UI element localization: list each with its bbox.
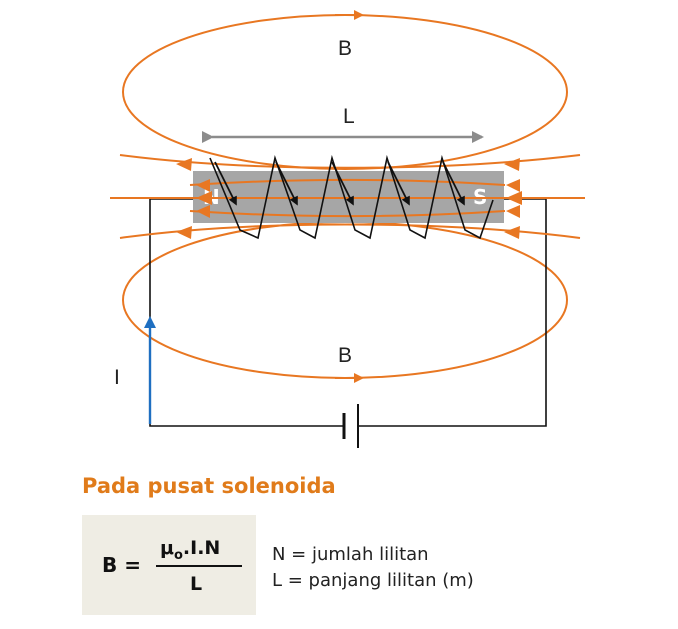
legend-line-l: L = panjang lilitan (m) <box>272 570 474 591</box>
mu-subscript: o <box>173 547 183 563</box>
formula-legend: N = jumlah lilitan L = panjang lilitan (… <box>272 542 474 594</box>
numerator-rest: .I.N <box>182 537 221 559</box>
fraction-bar <box>156 565 242 567</box>
length-label: L <box>343 105 355 128</box>
formula-numerator: μo.I.N <box>160 537 220 563</box>
section-heading: Pada pusat solenoida <box>82 474 336 498</box>
current-label: I <box>114 366 120 389</box>
field-label-bottom: B <box>338 344 352 367</box>
formula-lhs: B = <box>102 553 141 577</box>
solenoid-diagram: N S <box>110 10 585 448</box>
legend-line-n: N = jumlah lilitan <box>272 544 429 565</box>
mu-symbol: μ <box>160 537 174 559</box>
internal-field-arrows <box>176 158 522 239</box>
coil-current-arrows <box>214 161 465 206</box>
formula-denominator: L <box>190 573 203 595</box>
formula-box: B = μo.I.N L <box>82 515 256 615</box>
coil-windings <box>209 154 494 240</box>
circuit-wire <box>149 198 547 427</box>
field-label-top: B <box>338 37 352 60</box>
